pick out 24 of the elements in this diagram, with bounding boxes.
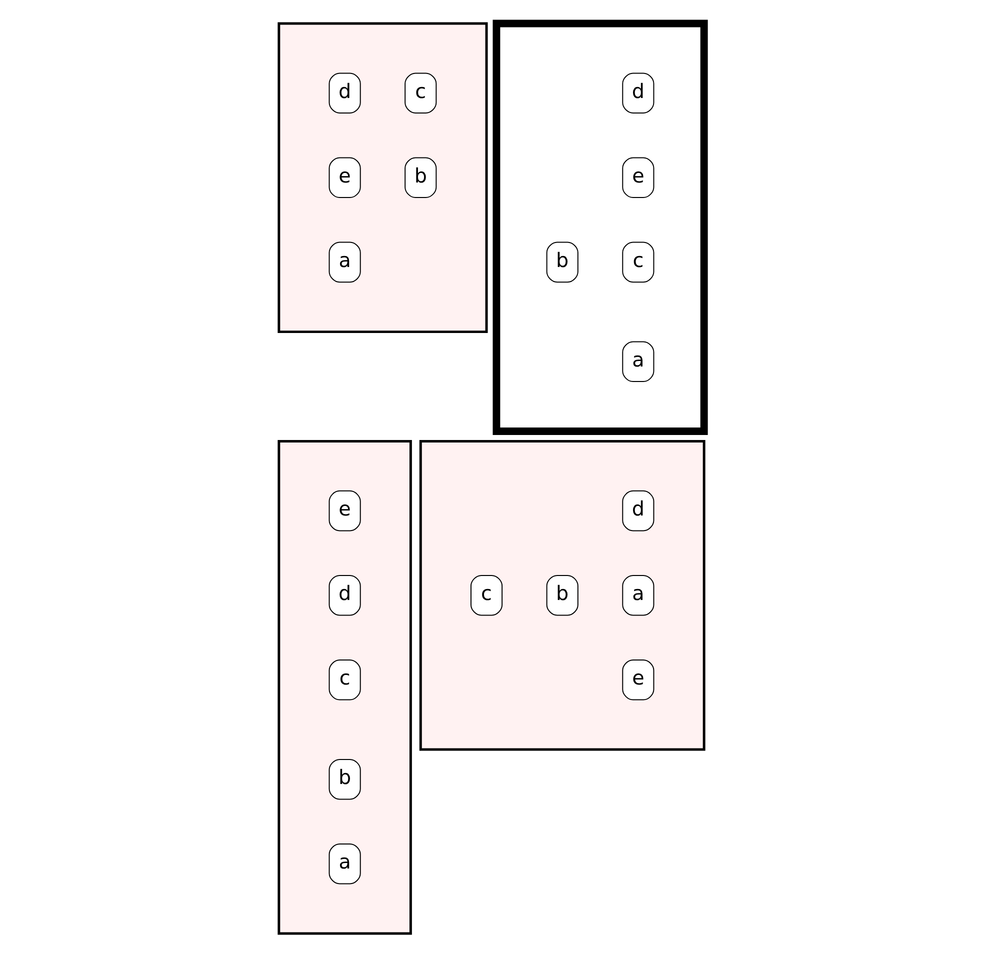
node-box: a [622,574,654,616]
node-box: c [404,72,437,114]
cluster [492,20,708,435]
node-box: d [328,574,361,616]
node-box: a [328,844,361,884]
node-box: d [622,72,654,114]
node-box: b [546,574,578,616]
node-box: e [328,157,361,198]
node-box: b [404,157,437,198]
node-box: c [470,574,503,616]
cluster [278,440,412,935]
node-box: b [546,242,578,283]
cluster [278,22,488,334]
node-box: c [328,660,361,700]
cluster [419,440,706,751]
node-box: d [328,72,361,114]
node-box: a [622,341,654,382]
node-box: e [622,157,654,198]
node-box: b [328,758,361,800]
node-box: c [622,242,654,283]
node-box: e [328,490,361,532]
node-box: a [328,242,361,283]
node-box: e [622,660,654,700]
node-box: d [622,490,654,532]
